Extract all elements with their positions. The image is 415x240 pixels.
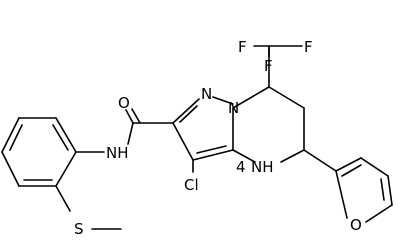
atom-f-right: F bbox=[304, 38, 313, 56]
bonds bbox=[1, 45, 393, 230]
bond-c2-c3 bbox=[172, 122, 194, 161]
bond-carbonyl-nh bbox=[127, 122, 134, 145]
bond-ph-3-4 bbox=[1, 117, 20, 153]
atom-nh-amine-symbol: NH bbox=[251, 158, 274, 176]
bond-n-bridge-n-pyrazole bbox=[212, 96, 234, 105]
bond-c3-c3a-double bbox=[196, 145, 227, 154]
bond-phenyl-s bbox=[55, 185, 71, 212]
atom-o-furan: O bbox=[350, 216, 362, 234]
bond-furan-c3-c4 bbox=[360, 157, 389, 177]
bond-c5-furan bbox=[303, 149, 337, 172]
bond-furan-c2-c3-double bbox=[341, 164, 362, 177]
atom-labels: F F F N N O NH Cl NH 4 O S bbox=[74, 38, 362, 238]
bond-carbonyl-o bbox=[125, 109, 134, 124]
bond-n4-c3a bbox=[232, 149, 256, 163]
atom-n-bridge: N bbox=[228, 99, 239, 117]
atom-nh-amine: NH 4 bbox=[236, 158, 274, 176]
bond-n-pyrazole-c2-double bbox=[179, 105, 198, 123]
bond-furan-c4-c5 bbox=[387, 175, 393, 206]
bond-n-bridge-c7 bbox=[232, 86, 270, 109]
bond-ph-1-2-double bbox=[52, 124, 69, 151]
bond-c7-c6 bbox=[268, 86, 305, 109]
bond-ph-6-1 bbox=[55, 151, 77, 187]
bond-c3-c3a bbox=[192, 149, 234, 161]
atom-cl: Cl bbox=[184, 176, 199, 194]
atom-nh-amine-locant: 4 bbox=[236, 158, 246, 176]
atom-o-carbonyl: O bbox=[118, 94, 130, 112]
bond-carbonyl-o-double bbox=[131, 108, 141, 124]
bond-furan-c4-c5-double bbox=[380, 178, 385, 201]
bond-n-pyrazole-c2 bbox=[172, 98, 200, 124]
bond-furan-c5-o bbox=[365, 204, 393, 223]
bond-furan-c2-c3 bbox=[335, 157, 362, 172]
bond-ph-1-2 bbox=[55, 117, 77, 153]
atom-n-pyrazole: N bbox=[201, 85, 212, 103]
bond-ph-3-4-double bbox=[9, 124, 23, 151]
bond-c5-n4 bbox=[280, 149, 305, 163]
atom-f-left: F bbox=[238, 38, 247, 56]
bond-furan-o-c2 bbox=[335, 170, 348, 219]
bond-ph-4-5 bbox=[1, 151, 20, 187]
atom-s: S bbox=[74, 220, 84, 238]
atom-nh-amide: NH bbox=[106, 144, 129, 162]
atom-f-bottom: F bbox=[264, 57, 273, 75]
